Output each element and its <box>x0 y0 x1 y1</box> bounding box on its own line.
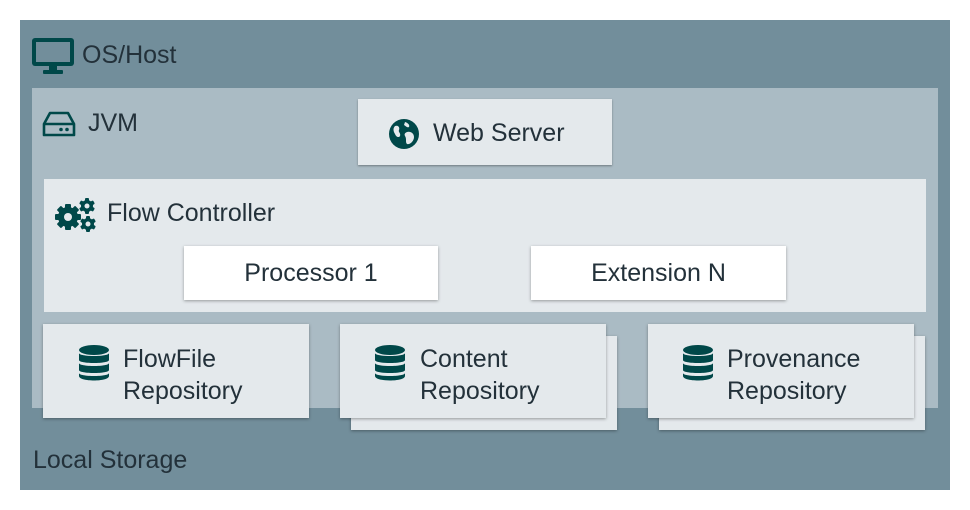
database-icon <box>79 345 109 381</box>
processor-box: Processor 1 <box>184 246 438 300</box>
gears-icon <box>55 198 96 232</box>
flowfile-repository-label: FlowFile Repository <box>123 343 243 407</box>
content-repository-label: Content Repository <box>420 343 540 407</box>
extension-label: Extension N <box>591 258 726 287</box>
provenance-repository-label: Provenance Repository <box>727 343 860 407</box>
repository-name-line1: Provenance <box>727 345 861 373</box>
database-icon <box>683 345 713 381</box>
hard-drive-icon <box>42 111 76 137</box>
database-icon <box>375 345 405 381</box>
repository-name-line1: Content <box>420 345 508 373</box>
repository-name-line2: Repository <box>420 377 540 405</box>
flow-controller-label: Flow Controller <box>107 199 276 227</box>
repository-name-line1: FlowFile <box>123 345 217 373</box>
globe-icon <box>389 119 419 149</box>
repository-name-line2: Repository <box>123 377 243 405</box>
jvm-label: JVM <box>88 109 138 137</box>
os-host-label: OS/Host <box>82 41 177 69</box>
monitor-icon <box>32 38 74 74</box>
processor-label: Processor 1 <box>244 258 378 287</box>
repository-name-line2: Repository <box>727 377 847 405</box>
local-storage-label: Local Storage <box>33 446 188 474</box>
extension-box: Extension N <box>531 246 786 300</box>
web-server-label: Web Server <box>433 119 565 147</box>
